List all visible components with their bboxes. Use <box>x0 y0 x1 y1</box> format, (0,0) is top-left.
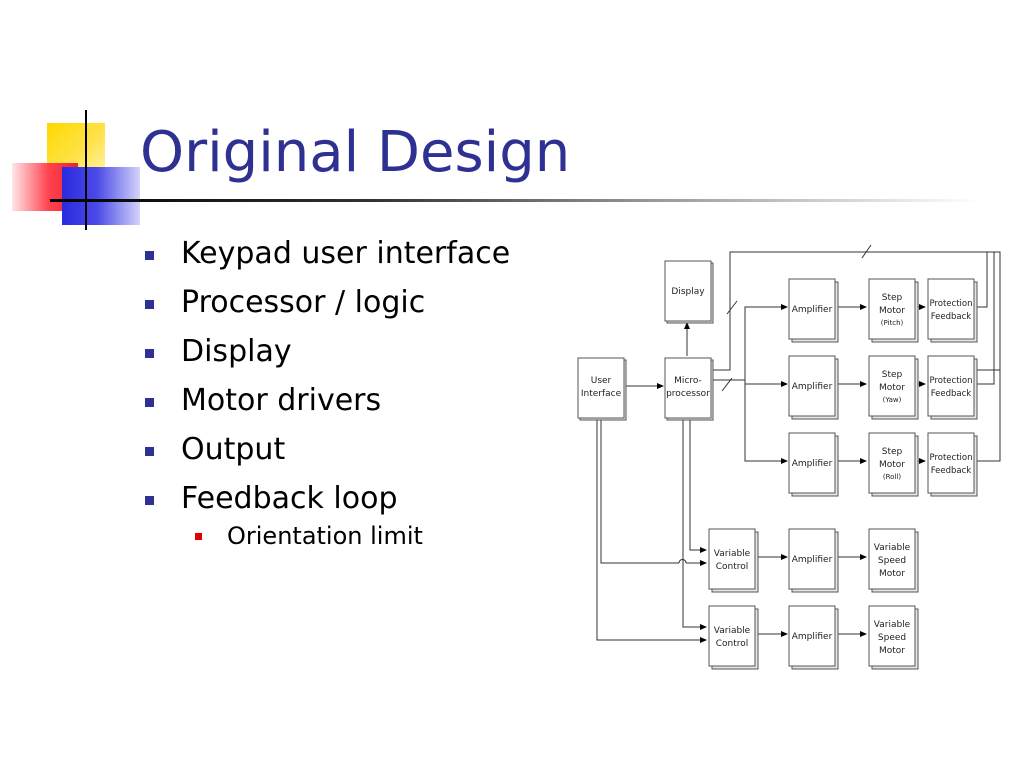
logo-vertical-line <box>85 110 87 230</box>
variable-control-label: Control <box>716 562 749 572</box>
slide-logo <box>0 105 150 235</box>
bullet-list: Keypad user interface Processor / logic … <box>145 236 510 550</box>
variable-control-block-1 <box>708 528 756 590</box>
step-motor-label: Step <box>882 447 903 457</box>
protection-feedback-label: Protection <box>929 299 972 309</box>
amplifier-roll-block <box>788 432 836 494</box>
step-motor-axis-label: (Pitch) <box>881 319 904 327</box>
protection-feedback-yaw-block <box>927 355 975 417</box>
variable-control-label: Variable <box>714 626 751 636</box>
step-motor-label: Motor <box>879 383 905 393</box>
user-interface-label: Interface <box>581 389 622 399</box>
step-motor-axis-label: (Roll) <box>883 473 901 481</box>
bullet-item: Feedback loop <box>145 481 510 530</box>
amplifier-label: Amplifier <box>792 632 833 642</box>
display-block <box>664 260 712 322</box>
protection-feedback-roll-block <box>927 432 975 494</box>
amplifier-pitch-block <box>788 278 836 340</box>
protection-feedback-label: Protection <box>929 453 972 463</box>
step-motor-axis-label: (Yaw) <box>883 396 902 404</box>
step-motor-roll-block <box>868 432 916 494</box>
protection-feedback-label: Feedback <box>931 312 972 322</box>
bullet-item: Motor drivers <box>145 383 510 432</box>
step-motor-label: Step <box>882 293 903 303</box>
user-interface-label: User <box>591 376 612 386</box>
protection-feedback-label: Feedback <box>931 389 972 399</box>
step-motor-label: Step <box>882 370 903 380</box>
protection-feedback-label: Feedback <box>931 466 972 476</box>
bullet-item: Display <box>145 334 510 383</box>
amplifier-label: Amplifier <box>792 305 833 315</box>
display-label: Display <box>671 287 705 297</box>
variable-control-block-2 <box>708 605 756 667</box>
amplifier-vs-block-1 <box>788 528 836 590</box>
variable-speed-motor-block-1 <box>868 528 916 590</box>
step-motor-label: Motor <box>879 306 905 316</box>
amplifier-label: Amplifier <box>792 459 833 469</box>
block-diagram: Display User Interface Micro- processor … <box>577 244 1001 670</box>
variable-speed-motor-block-2 <box>868 605 916 667</box>
amplifier-label: Amplifier <box>792 382 833 392</box>
amplifier-yaw-block <box>788 355 836 417</box>
title-rule <box>50 199 980 202</box>
step-motor-label: Motor <box>879 460 905 470</box>
step-motor-yaw-block <box>868 355 916 417</box>
sub-bullet-item: Orientation limit <box>145 522 510 550</box>
protection-feedback-label: Protection <box>929 376 972 386</box>
bullet-item: Output <box>145 432 510 481</box>
variable-speed-motor-label: Variable <box>874 543 911 553</box>
variable-speed-motor-label: Speed <box>878 556 906 566</box>
variable-speed-motor-label: Motor <box>879 646 905 656</box>
bullet-item: Keypad user interface <box>145 236 510 285</box>
bullet-item: Processor / logic <box>145 285 510 334</box>
variable-speed-motor-label: Speed <box>878 633 906 643</box>
variable-speed-motor-label: Motor <box>879 569 905 579</box>
slide-title: Original Design <box>140 120 571 185</box>
amplifier-vs-block-2 <box>788 605 836 667</box>
amplifier-label: Amplifier <box>792 555 833 565</box>
microprocessor-label: processor <box>666 389 710 399</box>
microprocessor-label: Micro- <box>674 376 702 386</box>
microprocessor-block <box>664 357 712 419</box>
step-motor-pitch-block <box>868 278 916 340</box>
variable-control-label: Control <box>716 639 749 649</box>
protection-feedback-pitch-block <box>927 278 975 340</box>
variable-speed-motor-label: Variable <box>874 620 911 630</box>
user-interface-block <box>577 357 625 419</box>
logo-blue-square <box>62 167 140 225</box>
variable-control-label: Variable <box>714 549 751 559</box>
